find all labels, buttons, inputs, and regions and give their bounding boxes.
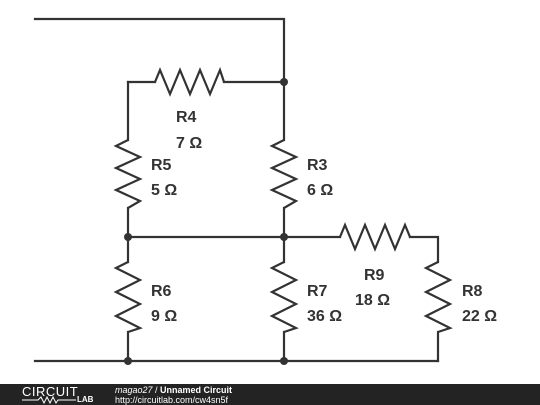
circuit-title: Unnamed Circuit — [160, 385, 233, 395]
wire-r9-right — [408, 235, 440, 264]
resistor-r3 — [269, 139, 299, 209]
r6-value-label: 9 Ω — [151, 308, 177, 325]
logo-wordmark-bottom: LAB — [77, 395, 94, 404]
r4-name-label: R4 — [176, 109, 197, 126]
r8-name-label: R8 — [462, 283, 483, 300]
resistor-r7 — [269, 261, 299, 334]
resistor-r4 — [153, 66, 226, 97]
author-link[interactable]: magao27 — [115, 385, 153, 395]
r3-name-label: R3 — [307, 157, 328, 174]
r3-value-label: 6 Ω — [307, 182, 333, 199]
junction-node — [124, 233, 132, 241]
footer-bar: CIRCUIT LAB magao27 / Unnamed Circuit ht… — [0, 384, 540, 405]
junction-node — [280, 233, 288, 241]
resistor-r8 — [423, 261, 453, 334]
logo-wordmark-top: CIRCUIT — [22, 384, 79, 399]
r9-name-label: R9 — [364, 267, 385, 284]
resistor-r9 — [338, 222, 412, 252]
r4-value-label: 7 Ω — [176, 135, 202, 152]
footer-info: magao27 / Unnamed Circuit http://circuit… — [115, 385, 232, 405]
circuit-url[interactable]: http://circuitlab.com/cw4sn5f — [115, 395, 229, 405]
junction-node — [280, 78, 288, 86]
circuit-schematic: R4 7 Ω R5 5 Ω R3 6 Ω R9 18 Ω R6 9 Ω R7 3… — [33, 17, 497, 365]
circuitlab-logo[interactable]: CIRCUIT LAB — [22, 384, 102, 404]
footer-title-line: magao27 / Unnamed Circuit — [115, 385, 232, 395]
r5-name-label: R5 — [151, 157, 172, 174]
junction-node — [124, 357, 132, 365]
wire-top-terminal — [33, 17, 286, 84]
r7-name-label: R7 — [307, 283, 328, 300]
resistor-glyph-icon — [22, 396, 76, 404]
r5-value-label: 5 Ω — [151, 182, 177, 199]
r6-name-label: R6 — [151, 283, 172, 300]
title-separator: / — [152, 385, 161, 395]
r8-value-label: 22 Ω — [462, 308, 497, 325]
resistor-r6 — [113, 261, 143, 334]
wires — [33, 17, 440, 363]
r7-value-label: 36 Ω — [307, 308, 342, 325]
resistor-r5 — [113, 139, 143, 209]
junction-node — [280, 357, 288, 365]
r9-value-label: 18 Ω — [355, 292, 390, 309]
